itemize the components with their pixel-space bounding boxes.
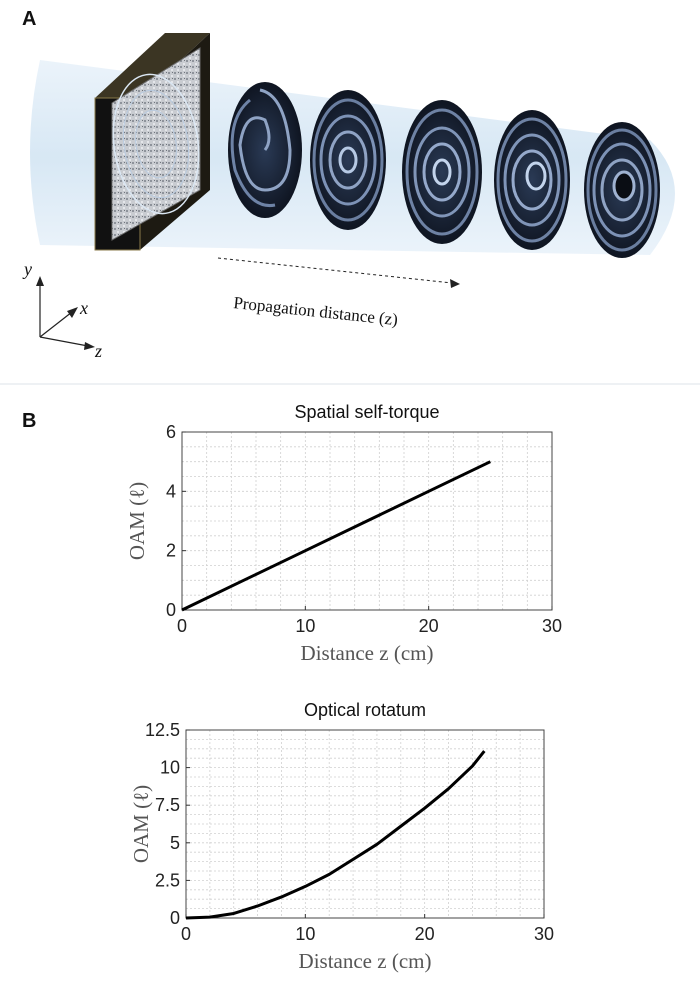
x-tick-label: 20 [415, 924, 435, 944]
x-axis-label: Distance z (cm) [299, 949, 432, 973]
panel-b-letter: B [22, 410, 37, 432]
beam-profile-4 [494, 110, 570, 250]
y-axis-label: OAM (ℓ) [129, 785, 153, 863]
panel-a-letter: A [22, 8, 37, 30]
chart-title: Spatial self-torque [294, 402, 439, 422]
chart-optical-rotatum: Optical rotatum 0 10 20 30 0 2.5 5 7.5 10 12.5Dist… [129, 700, 554, 973]
y-tick-label: 12.5 [145, 720, 180, 740]
x-tick-label: 30 [534, 924, 554, 944]
y-tick-label: 2.5 [155, 870, 180, 890]
axis-label-z: z [94, 341, 102, 361]
panel-separator [0, 383, 700, 385]
phase-mask [94, 33, 210, 251]
data-line [185, 750, 486, 920]
x-tick-label: 10 [295, 616, 315, 636]
chart-title: Optical rotatum [304, 700, 426, 720]
y-tick-label: 10 [160, 758, 180, 778]
coordinate-axes: y x z [22, 259, 102, 361]
x-tick-label: 20 [419, 616, 439, 636]
y-tick-label: 7.5 [155, 795, 180, 815]
y-tick-label: 0 [170, 908, 180, 928]
beam-profile-2 [310, 90, 386, 230]
y-tick-label: 6 [166, 422, 176, 442]
y-tick-label: 4 [166, 481, 176, 501]
x-tick-label: 10 [295, 924, 315, 944]
beam-profile-5 [584, 122, 660, 258]
beam-profile-3 [402, 100, 482, 244]
plot-frame [185, 729, 545, 919]
data-line [181, 460, 491, 612]
axis-label-y: y [22, 259, 32, 279]
schematic-svg: Propagation distance (z) y x z [22, 33, 675, 361]
panel-a-schematic: A [0, 0, 700, 385]
x-tick-label: 30 [542, 616, 562, 636]
propagation-arrow [217, 257, 460, 288]
y-axis-label: OAM (ℓ) [125, 482, 149, 560]
y-tick-label: 5 [170, 833, 180, 853]
y-tick-label: 2 [166, 541, 176, 561]
x-axis-label: Distance z (cm) [301, 641, 434, 665]
beam-profile-1 [228, 82, 302, 218]
x-tick-label: 0 [181, 924, 191, 944]
plot-frame [181, 431, 553, 611]
x-tick-label: 0 [177, 616, 187, 636]
propagation-label: Propagation distance (z) [233, 293, 399, 329]
axis-label-x: x [79, 298, 88, 318]
y-tick-label: 0 [166, 600, 176, 620]
